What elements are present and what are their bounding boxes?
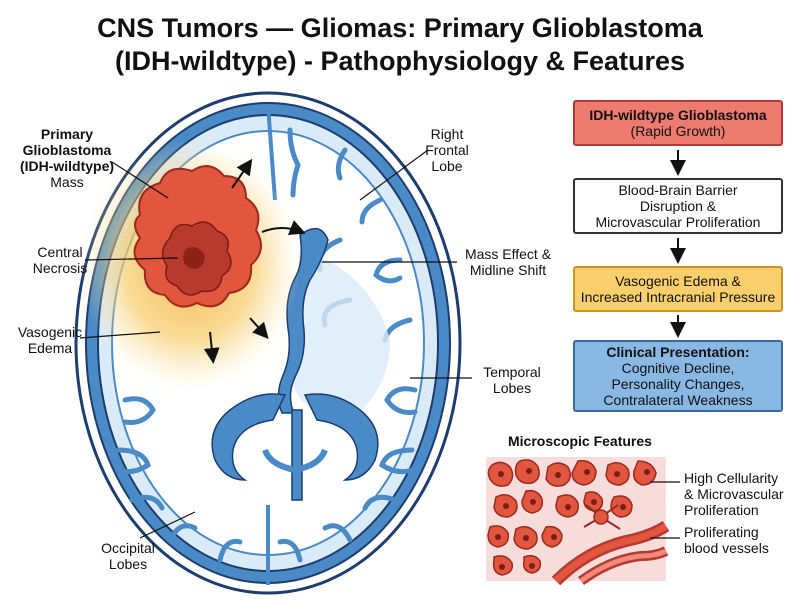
label-primary-mass: Primary Glioblastoma (IDH-wildtype) Mass — [12, 126, 122, 190]
label-line: Central — [37, 244, 83, 260]
title-line-2: (IDH-wildtype) - Pathophysiology & Featu… — [114, 46, 686, 76]
label-line: Right — [430, 126, 464, 142]
flow-box-line: Increased Intracranial Pressure — [580, 289, 776, 305]
page-title: CNS Tumors — Gliomas: Primary Glioblasto… — [0, 12, 800, 78]
label-primary-mass-line: Primary — [40, 126, 94, 142]
flow-box-line: Microvascular Proliferation — [595, 214, 761, 230]
flow-box-edema-icp: Vasogenic Edema & Increased Intracranial… — [573, 266, 783, 312]
flow-box-line: IDH-wildtype Glioblastoma — [589, 107, 767, 123]
flow-box-line: Disruption & — [639, 198, 717, 214]
flow-box-line: Vasogenic Edema & — [615, 273, 741, 289]
label-central-necrosis: Central Necrosis — [20, 244, 100, 276]
label-line: Necrosis — [32, 260, 88, 276]
micro-cells — [486, 457, 670, 586]
label-primary-mass-line: Glioblastoma — [22, 142, 112, 158]
label-line: blood vessels — [684, 540, 769, 556]
label-high-cellularity: High Cellularity & Microvascular Prolife… — [684, 470, 796, 518]
flow-box-bbb-disruption: Blood-Brain Barrier Disruption & Microva… — [573, 178, 783, 234]
label-line: Lobes — [492, 380, 532, 396]
label-temporal-lobes: Temporal Lobes — [472, 364, 552, 396]
label-vasogenic-edema: Vasogenic Edema — [10, 324, 90, 356]
label-line: High Cellularity — [684, 470, 779, 486]
leader-lines — [79, 149, 472, 539]
label-right-frontal-lobe: Right Frontal Lobe — [412, 126, 482, 174]
label-primary-mass-line: (IDH-wildtype) — [19, 158, 115, 174]
title-line-1: CNS Tumors — Gliomas: Primary Glioblasto… — [97, 13, 703, 43]
label-line: Lobe — [431, 158, 463, 174]
label-line: Proliferating — [684, 524, 759, 540]
ventricles — [211, 227, 379, 501]
label-line: Vasogenic — [17, 324, 83, 340]
flow-box-clinical-presentation: Clinical Presentation: Cognitive Decline… — [573, 340, 783, 412]
label-line: Lobes — [108, 556, 148, 572]
label-line: Edema — [27, 340, 73, 356]
expansion-arrows — [203, 158, 306, 364]
microscopic-title: Microscopic Features — [508, 433, 652, 449]
shifted-tissue — [290, 250, 390, 421]
label-mass-effect: Mass Effect & Midline Shift — [458, 246, 558, 278]
flow-box-line: Personality Changes, — [611, 376, 745, 392]
label-line: Midline Shift — [469, 262, 547, 278]
label-line: Proliferation — [684, 502, 759, 518]
flow-box-line: Cognitive Decline, — [621, 360, 735, 376]
label-primary-mass-line: Mass — [50, 174, 84, 190]
label-occipital-lobes: Occipital Lobes — [88, 540, 168, 572]
label-line: Temporal — [483, 364, 541, 380]
label-line: & Microvascular — [684, 486, 784, 502]
flow-box-line: Clinical Presentation: — [606, 344, 750, 360]
label-line: Occipital — [101, 540, 155, 556]
flow-box-glioblastoma: IDH-wildtype Glioblastoma (Rapid Growth) — [573, 100, 783, 146]
flow-box-line: Contralateral Weakness — [603, 392, 753, 408]
flow-box-line: Blood-Brain Barrier — [618, 182, 738, 198]
flow-box-line: (Rapid Growth) — [630, 123, 726, 139]
label-line: Mass Effect & — [464, 246, 552, 262]
label-proliferating-vessels: Proliferating blood vessels — [684, 524, 796, 556]
label-line: Frontal — [425, 142, 469, 158]
